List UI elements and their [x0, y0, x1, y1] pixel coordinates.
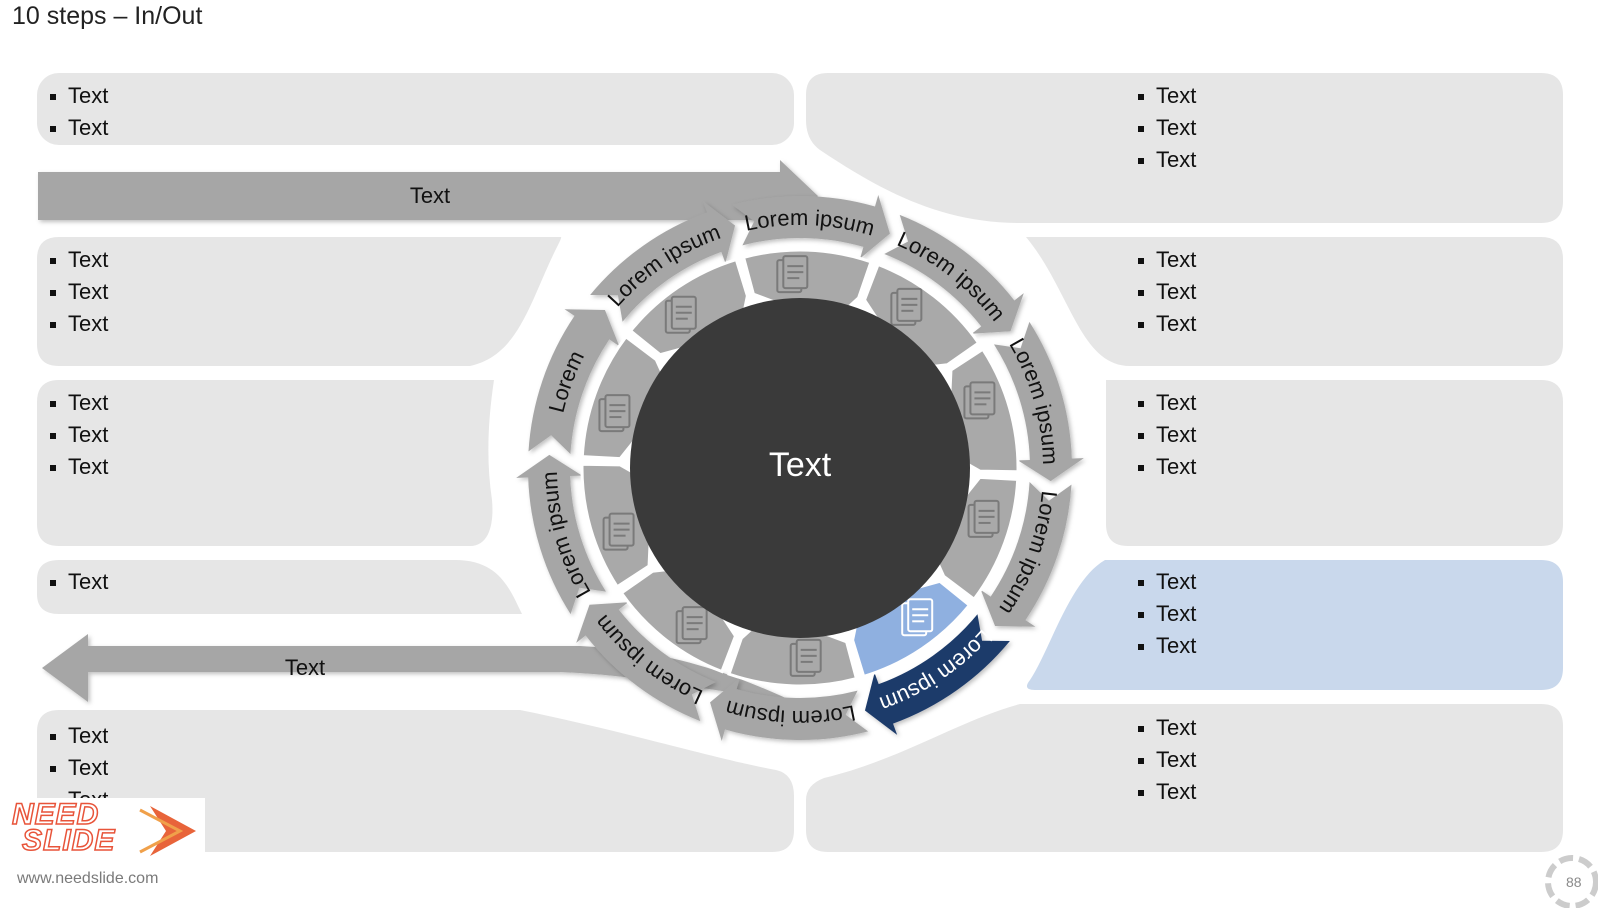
list-item: Text	[48, 244, 108, 276]
panel-left-3-list: Text Text Text	[48, 387, 108, 483]
finance-upload-icon	[901, 598, 934, 637]
panel-right-1	[806, 73, 1563, 223]
panel-right-2-list: Text Text Text	[1136, 244, 1196, 340]
binders-icon	[602, 512, 635, 551]
list-item: Text	[1136, 112, 1196, 144]
truck-icon	[890, 287, 923, 326]
panel-left-5-list: Text Text Text	[48, 720, 108, 800]
panel-right-2	[1026, 237, 1563, 366]
list-item: Text	[48, 720, 108, 752]
list-item: Text	[48, 112, 108, 144]
panel-right-1-list: Text Text Text	[1136, 80, 1196, 176]
list-item: Text	[48, 752, 108, 784]
list-item: Text	[1136, 80, 1196, 112]
list-item: Text	[1136, 630, 1196, 662]
logo-line-2: SLIDE	[21, 823, 116, 858]
list-item: Text	[1136, 387, 1196, 419]
panel-left-1	[37, 73, 794, 145]
ring-arrow	[576, 602, 716, 722]
panel-left-4	[37, 560, 522, 614]
ring-arrow	[864, 614, 1010, 735]
list-item: Text	[1136, 712, 1196, 744]
report-icon	[967, 499, 1000, 538]
center-circle	[630, 298, 970, 638]
list-item: Text	[48, 308, 108, 340]
panel-left-5	[37, 710, 794, 852]
list-item: Text	[1136, 308, 1196, 340]
list-item: Text	[1136, 244, 1196, 276]
list-item: Text	[1136, 144, 1196, 176]
panel-left-1-list: Text Text	[48, 80, 108, 144]
list-item: Text	[1136, 744, 1196, 776]
panel-left-4-list: Text	[48, 566, 108, 598]
ring-arrow	[993, 321, 1084, 482]
page-badge-icon	[1545, 855, 1598, 908]
slide-title: 10 steps – In/Out	[12, 2, 203, 30]
ring-arrow	[731, 195, 890, 259]
document-chart-icon	[789, 638, 822, 677]
panel-right-3-list: Text Text Text	[1136, 387, 1196, 483]
list-item: Text	[48, 419, 108, 451]
panel-right-4	[1026, 560, 1563, 690]
ring-arrow	[590, 201, 736, 322]
panel-left-2	[37, 237, 562, 366]
list-item: Text	[48, 80, 108, 112]
panel-right-4-list: Text Text Text	[1136, 566, 1196, 662]
list-item: Text	[48, 276, 108, 308]
list-item: Text	[1136, 598, 1196, 630]
panel-left-2-list: Text Text Text	[48, 244, 108, 340]
ring-arrow	[710, 677, 869, 741]
panel-right-5-list: Text Text Text	[1136, 712, 1196, 808]
ring-arrow	[980, 482, 1072, 627]
input-arrow	[38, 160, 818, 232]
list-item: Text	[1136, 566, 1196, 598]
panel-right-5	[806, 704, 1563, 852]
presentation-icon	[963, 381, 996, 420]
logo-chevron-icon	[139, 806, 196, 856]
logo: NEED SLIDE	[0, 797, 205, 860]
website-link[interactable]: www.needslide.com	[17, 870, 159, 887]
list-item: Text	[1136, 276, 1196, 308]
ring-arrow	[528, 309, 620, 454]
calculator-icon	[675, 606, 708, 645]
list-item: Text	[1136, 419, 1196, 451]
page-number: 88	[1566, 874, 1582, 890]
ring-arrow	[516, 454, 607, 615]
mobile-download-icon	[664, 295, 697, 334]
list-item: Text	[48, 451, 108, 483]
document-chart-icon	[776, 255, 809, 294]
list-item: Text	[1136, 776, 1196, 808]
list-item: Text	[48, 566, 108, 598]
output-arrow-label: Text	[284, 655, 326, 680]
list-item: Text	[48, 387, 108, 419]
panel-right-3	[1106, 380, 1563, 546]
document-chart-icon	[598, 394, 631, 433]
logo-line-1: NEED	[11, 797, 100, 832]
panel-left-3	[37, 380, 494, 546]
center-label: Text	[768, 446, 832, 484]
ring-arrow	[884, 214, 1024, 334]
list-item: Text	[1136, 451, 1196, 483]
input-arrow-label: Text	[409, 183, 451, 208]
